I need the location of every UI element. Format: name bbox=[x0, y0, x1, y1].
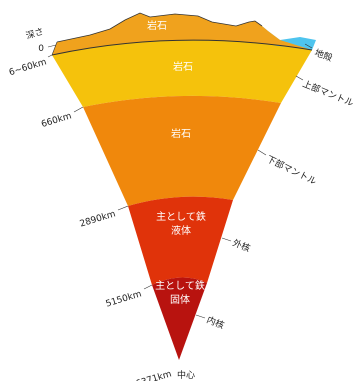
depth-660: 660km bbox=[40, 111, 73, 130]
inner-core-band bbox=[152, 277, 207, 360]
depth-header: 深さ bbox=[25, 26, 45, 42]
label-outer-core: 外核 bbox=[231, 237, 252, 255]
boundary-lines bbox=[51, 12, 313, 56]
tick-moho bbox=[47, 54, 53, 58]
depth-2890: 2890km bbox=[79, 209, 117, 229]
composition-lower-mantle: 岩石 bbox=[171, 127, 191, 140]
lower-mantle-band bbox=[83, 95, 281, 206]
label-upper-mantle: 上部マントル bbox=[301, 78, 355, 109]
composition-outer-core-line2: 液体 bbox=[171, 224, 191, 237]
tick-5150 bbox=[143, 284, 153, 290]
label-lower-mantle: 下部マントル bbox=[265, 153, 319, 187]
depth-0: 0 bbox=[38, 44, 44, 54]
tick-660 bbox=[73, 106, 84, 113]
layer-leader-lines bbox=[195, 43, 313, 319]
depth-6371: 6371km bbox=[135, 369, 173, 381]
leader-crust bbox=[304, 43, 313, 49]
depth-moho: 6~60km bbox=[8, 57, 48, 78]
composition-upper-mantle: 岩石 bbox=[173, 60, 193, 73]
diagram-left-edge bbox=[51, 41, 58, 56]
surface-outline bbox=[56, 12, 263, 43]
label-crust: 地殻 bbox=[313, 47, 334, 64]
center-label: 中心 bbox=[177, 369, 195, 381]
leader-outer-core bbox=[221, 237, 232, 242]
depth-ticks bbox=[47, 44, 153, 290]
depth-5150: 5150km bbox=[105, 289, 143, 309]
label-inner-core: 内核 bbox=[205, 314, 226, 332]
composition-inner-core-line2: 固体 bbox=[170, 294, 190, 306]
moho-boundary bbox=[51, 39, 313, 56]
crust-band bbox=[52, 13, 312, 55]
composition-inner-core-line1: 主として鉄 bbox=[155, 279, 205, 292]
composition-crust: 岩石 bbox=[147, 19, 167, 32]
upper-mantle-band bbox=[52, 40, 312, 107]
composition-outer-core-line1: 主として鉄 bbox=[156, 210, 206, 223]
leader-lower-mantle bbox=[257, 149, 267, 156]
outer-core-band bbox=[128, 196, 233, 285]
tick-0 bbox=[47, 44, 57, 48]
tick-2890 bbox=[117, 205, 129, 211]
leader-inner-core bbox=[195, 314, 206, 319]
leader-upper-mantle bbox=[295, 75, 304, 81]
